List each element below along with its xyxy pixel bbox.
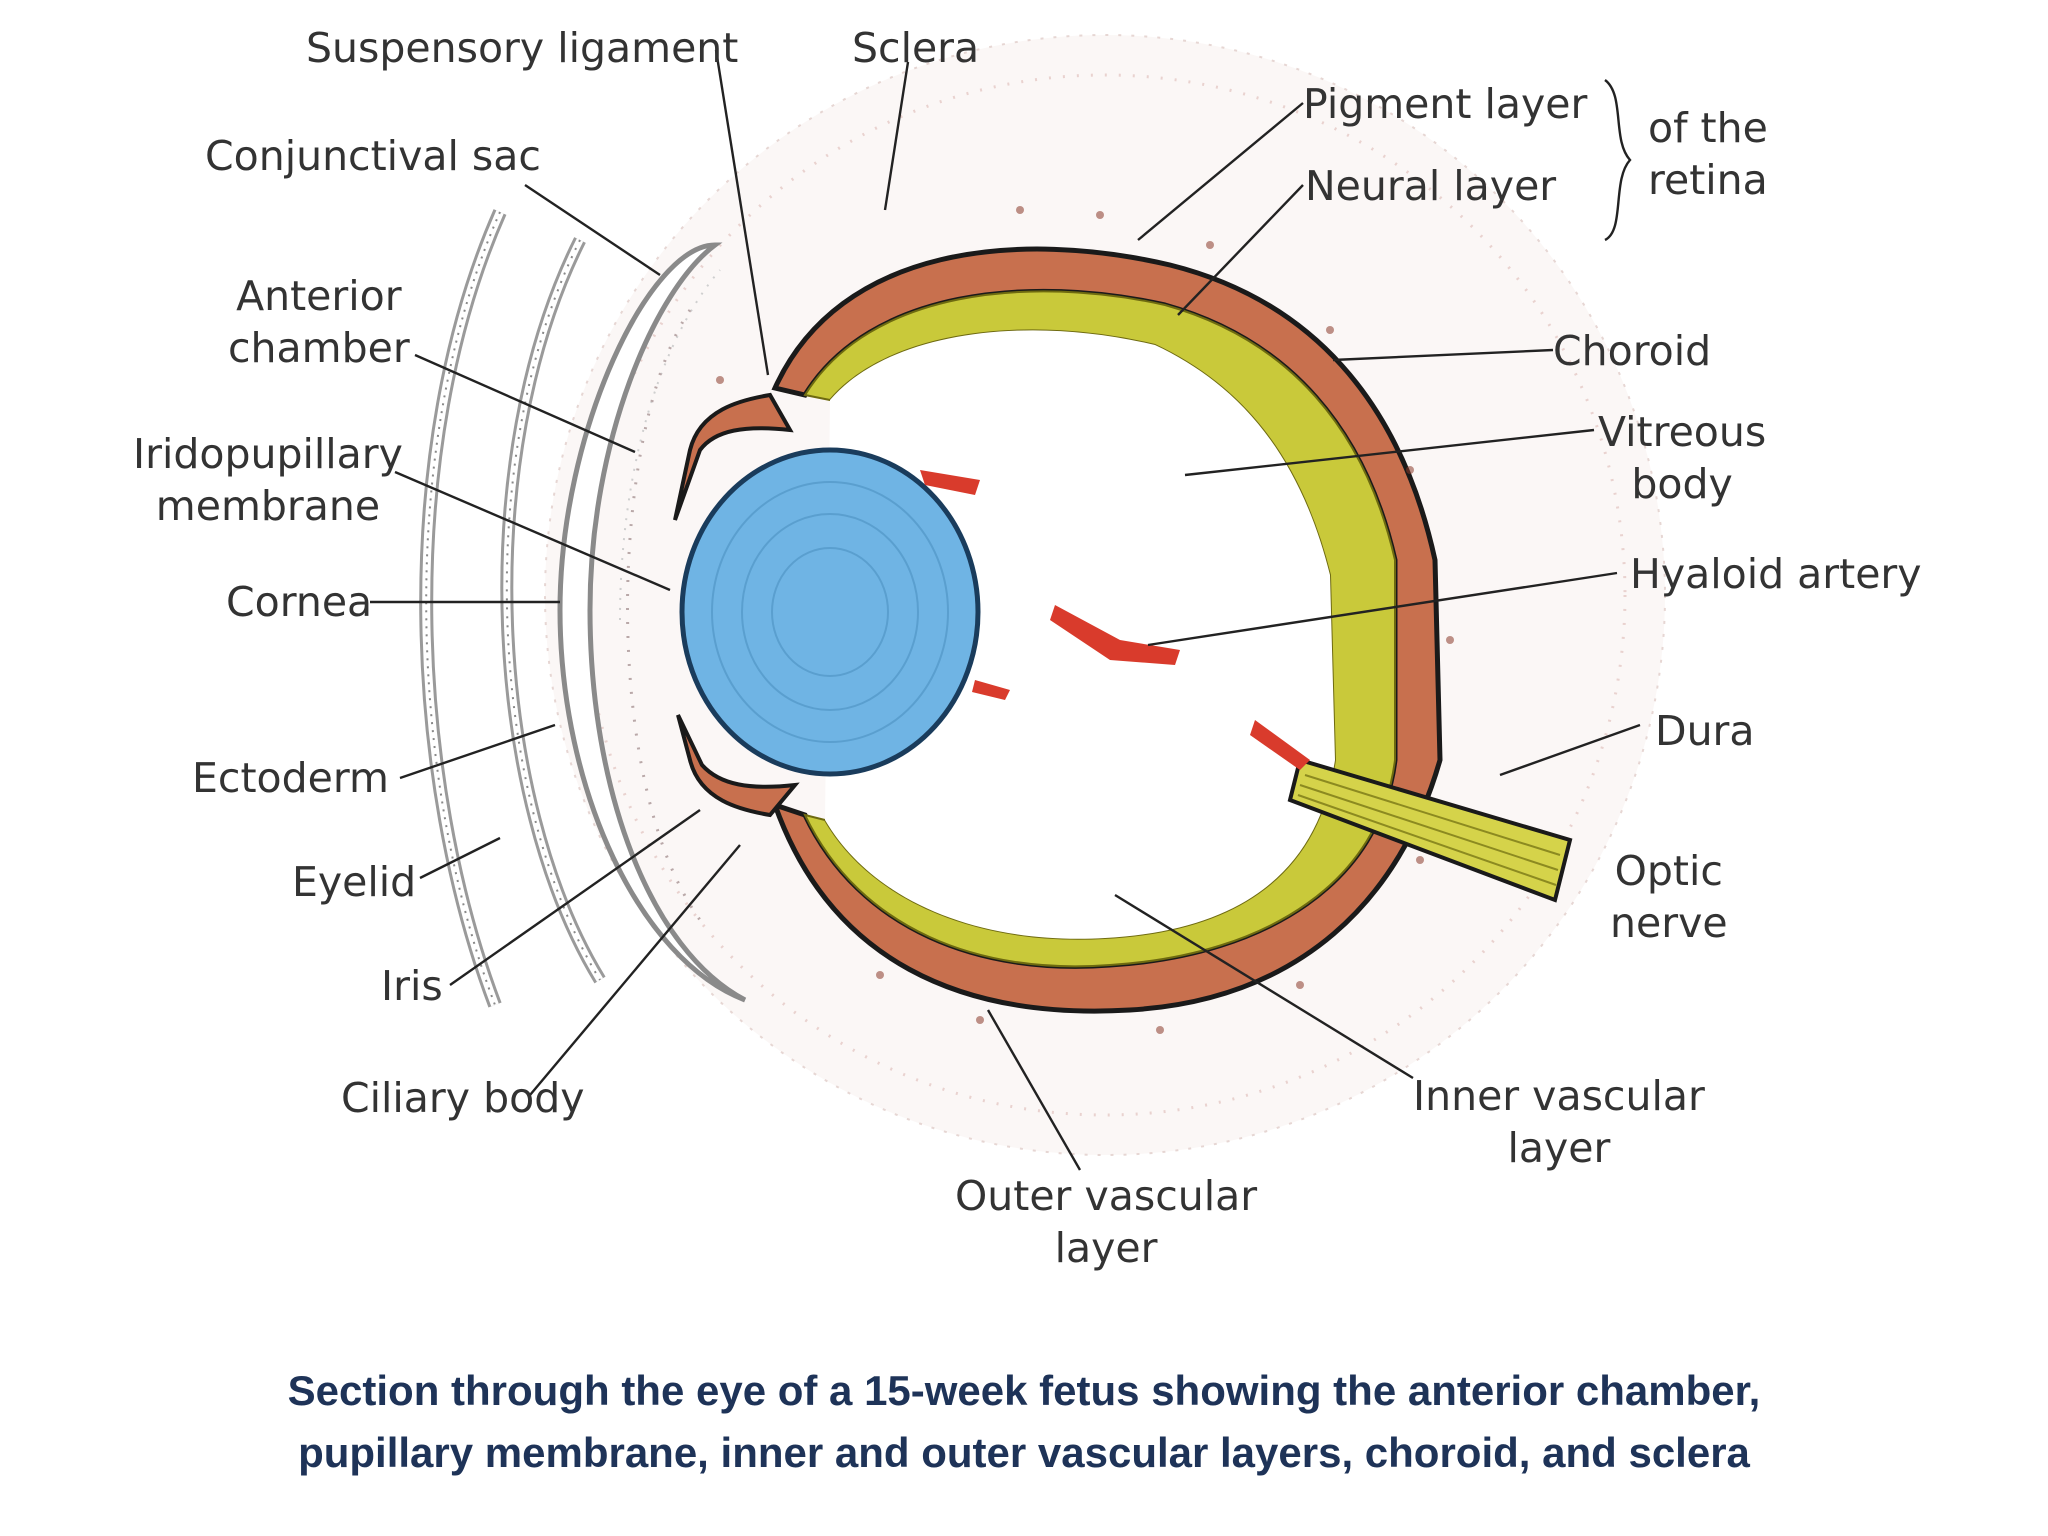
label-dura: Dura bbox=[1655, 707, 1755, 755]
label-sclera: Sclera bbox=[852, 24, 980, 72]
label-outer-vascular-layer: Outer vascular layer bbox=[955, 1172, 1258, 1272]
hyaloid-artery-shape bbox=[920, 470, 1310, 770]
label-cornea: Cornea bbox=[226, 578, 373, 626]
label-pigment-layer: Pigment layer bbox=[1303, 80, 1588, 128]
conjunctival-sac-shape bbox=[557, 242, 747, 1003]
caption-line-2: pupillary membrane, inner and outer vasc… bbox=[298, 1429, 1750, 1476]
label-vitreous-body: Vitreous body bbox=[1598, 408, 1767, 508]
iris-lower bbox=[676, 714, 800, 818]
pointer-lines bbox=[370, 49, 1641, 1171]
label-conjunctival-sac: Conjunctival sac bbox=[205, 132, 541, 180]
label-eyelid: Eyelid bbox=[292, 858, 417, 906]
label-iridopupillary-membrane: Iridopupillary membrane bbox=[133, 430, 403, 530]
label-optic-nerve: Optic nerve bbox=[1610, 847, 1728, 947]
iris-upper bbox=[673, 392, 794, 521]
label-suspensory-ligament: Suspensory ligament bbox=[306, 24, 739, 72]
optic-nerve-shape bbox=[1287, 757, 1573, 903]
caption-line-1: Section through the eye of a 15-week fet… bbox=[287, 1367, 1761, 1414]
label-ectoderm: Ectoderm bbox=[192, 754, 389, 802]
label-neural-layer: Neural layer bbox=[1305, 162, 1557, 210]
label-hyaloid-artery: Hyaloid artery bbox=[1630, 550, 1922, 598]
label-iris: Iris bbox=[381, 962, 443, 1010]
label-anterior-chamber: Anterior chamber bbox=[228, 272, 410, 372]
label-choroid: Choroid bbox=[1553, 327, 1712, 375]
label-ciliary-body: Ciliary body bbox=[341, 1074, 585, 1122]
figure-caption: Section through the eye of a 15-week fet… bbox=[0, 1360, 2048, 1484]
label-of-the-retina: of the retina bbox=[1648, 104, 1768, 204]
eyelid-and-ectoderm bbox=[419, 209, 606, 1008]
lens-shape bbox=[679, 447, 981, 777]
label-inner-vascular-layer: Inner vascular layer bbox=[1413, 1072, 1705, 1172]
